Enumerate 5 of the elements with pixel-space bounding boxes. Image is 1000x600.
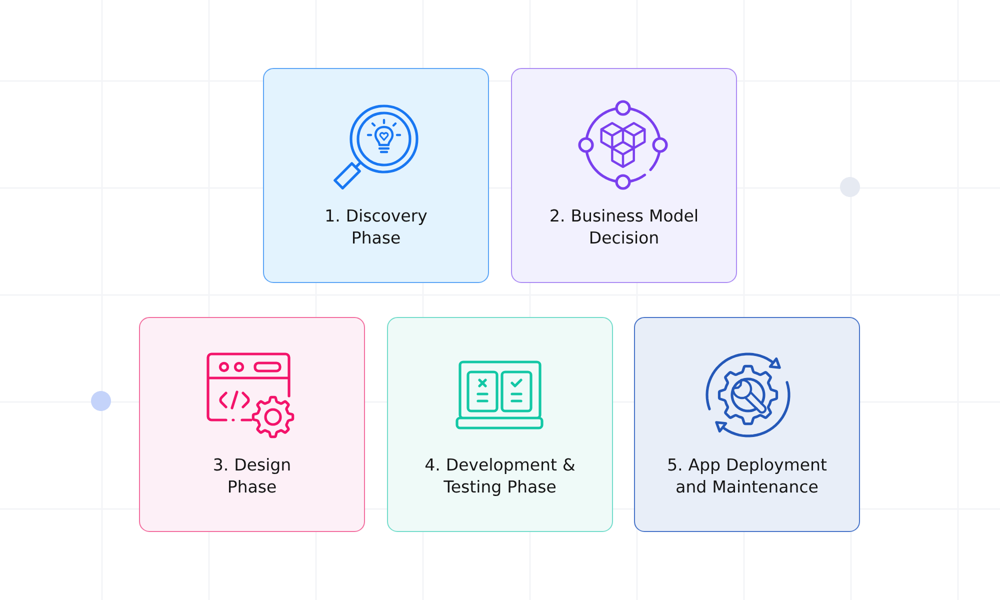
phase-card: 2. Business Model Decision — [511, 68, 737, 283]
phase-card: 1. Discovery Phase — [263, 68, 489, 283]
phase-card: 4. Development & Testing Phase — [387, 317, 613, 532]
phase-card: 3. Design Phase — [139, 317, 365, 532]
phase-card: 5. App Deployment and Maintenance — [634, 317, 860, 532]
